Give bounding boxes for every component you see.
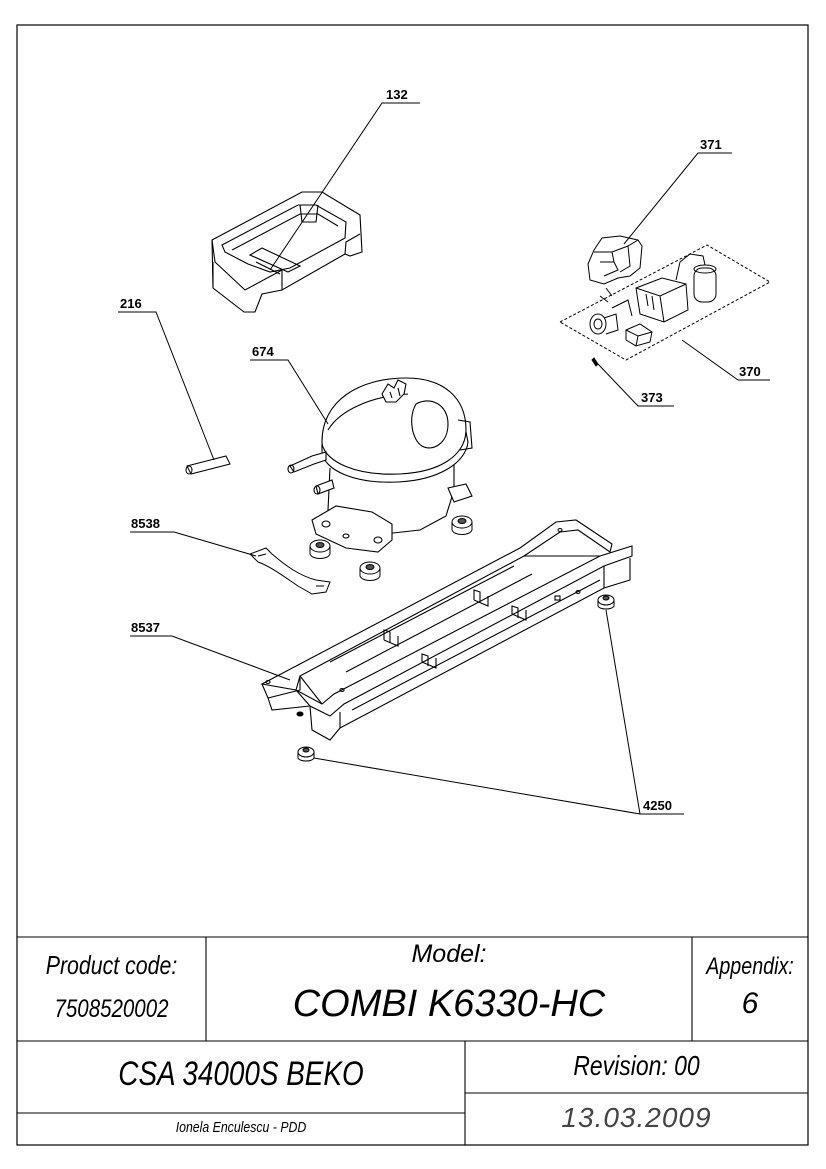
callout-674: 674 bbox=[252, 344, 274, 359]
grommet bbox=[309, 539, 331, 559]
callout-132-leader bbox=[269, 102, 420, 271]
callout-371-leader bbox=[623, 152, 732, 245]
product-code-label: Product code: bbox=[45, 950, 178, 980]
appendix-label: Appendix: bbox=[706, 953, 794, 980]
callout-371: 371 bbox=[700, 137, 722, 152]
part-216-tube bbox=[185, 455, 231, 475]
part-371-relay-cover bbox=[587, 235, 643, 285]
model-label: Model: bbox=[411, 940, 487, 968]
part-674-compressor bbox=[287, 377, 473, 553]
callout-8537-leader bbox=[130, 635, 291, 681]
part-132-drip-tray bbox=[211, 191, 363, 313]
part-8538-clamp bbox=[249, 547, 331, 595]
assembly-code: CSA 34000S BEKO bbox=[118, 1055, 364, 1093]
callout-8537: 8537 bbox=[131, 620, 160, 635]
callout-8538: 8538 bbox=[131, 516, 160, 531]
callout-370-leader bbox=[681, 339, 770, 381]
part-4250-foot bbox=[297, 746, 315, 762]
drawing-frame bbox=[16, 24, 809, 1146]
callout-216-leader bbox=[118, 311, 215, 461]
callout-674-leader bbox=[250, 359, 329, 425]
callout-4250: 4250 bbox=[643, 798, 672, 813]
callout-4250-leader bbox=[313, 609, 684, 815]
callout-132: 132 bbox=[386, 87, 408, 102]
callout-373: 373 bbox=[641, 390, 663, 405]
callout-373-leader bbox=[597, 363, 674, 407]
grommet bbox=[451, 515, 473, 535]
part-4250-foot bbox=[597, 594, 615, 610]
callout-8538-leader bbox=[130, 531, 257, 557]
part-373-screw bbox=[591, 357, 599, 367]
callout-370: 370 bbox=[739, 364, 761, 379]
part-370-electrical-kit bbox=[558, 244, 772, 361]
part-8537-base-rail bbox=[260, 519, 633, 741]
model-value: COMBI K6330-HC bbox=[292, 983, 606, 1025]
product-code-value: 7508520002 bbox=[54, 995, 169, 1023]
appendix-value: 6 bbox=[741, 987, 759, 1020]
grommet bbox=[359, 561, 381, 581]
title-block-grid bbox=[17, 936, 808, 1145]
callout-216: 216 bbox=[120, 296, 142, 311]
revision: Revision: 00 bbox=[573, 1050, 700, 1081]
author: Ionela Enculescu - PDD bbox=[175, 1119, 307, 1136]
date: 13.03.2009 bbox=[561, 1102, 712, 1133]
